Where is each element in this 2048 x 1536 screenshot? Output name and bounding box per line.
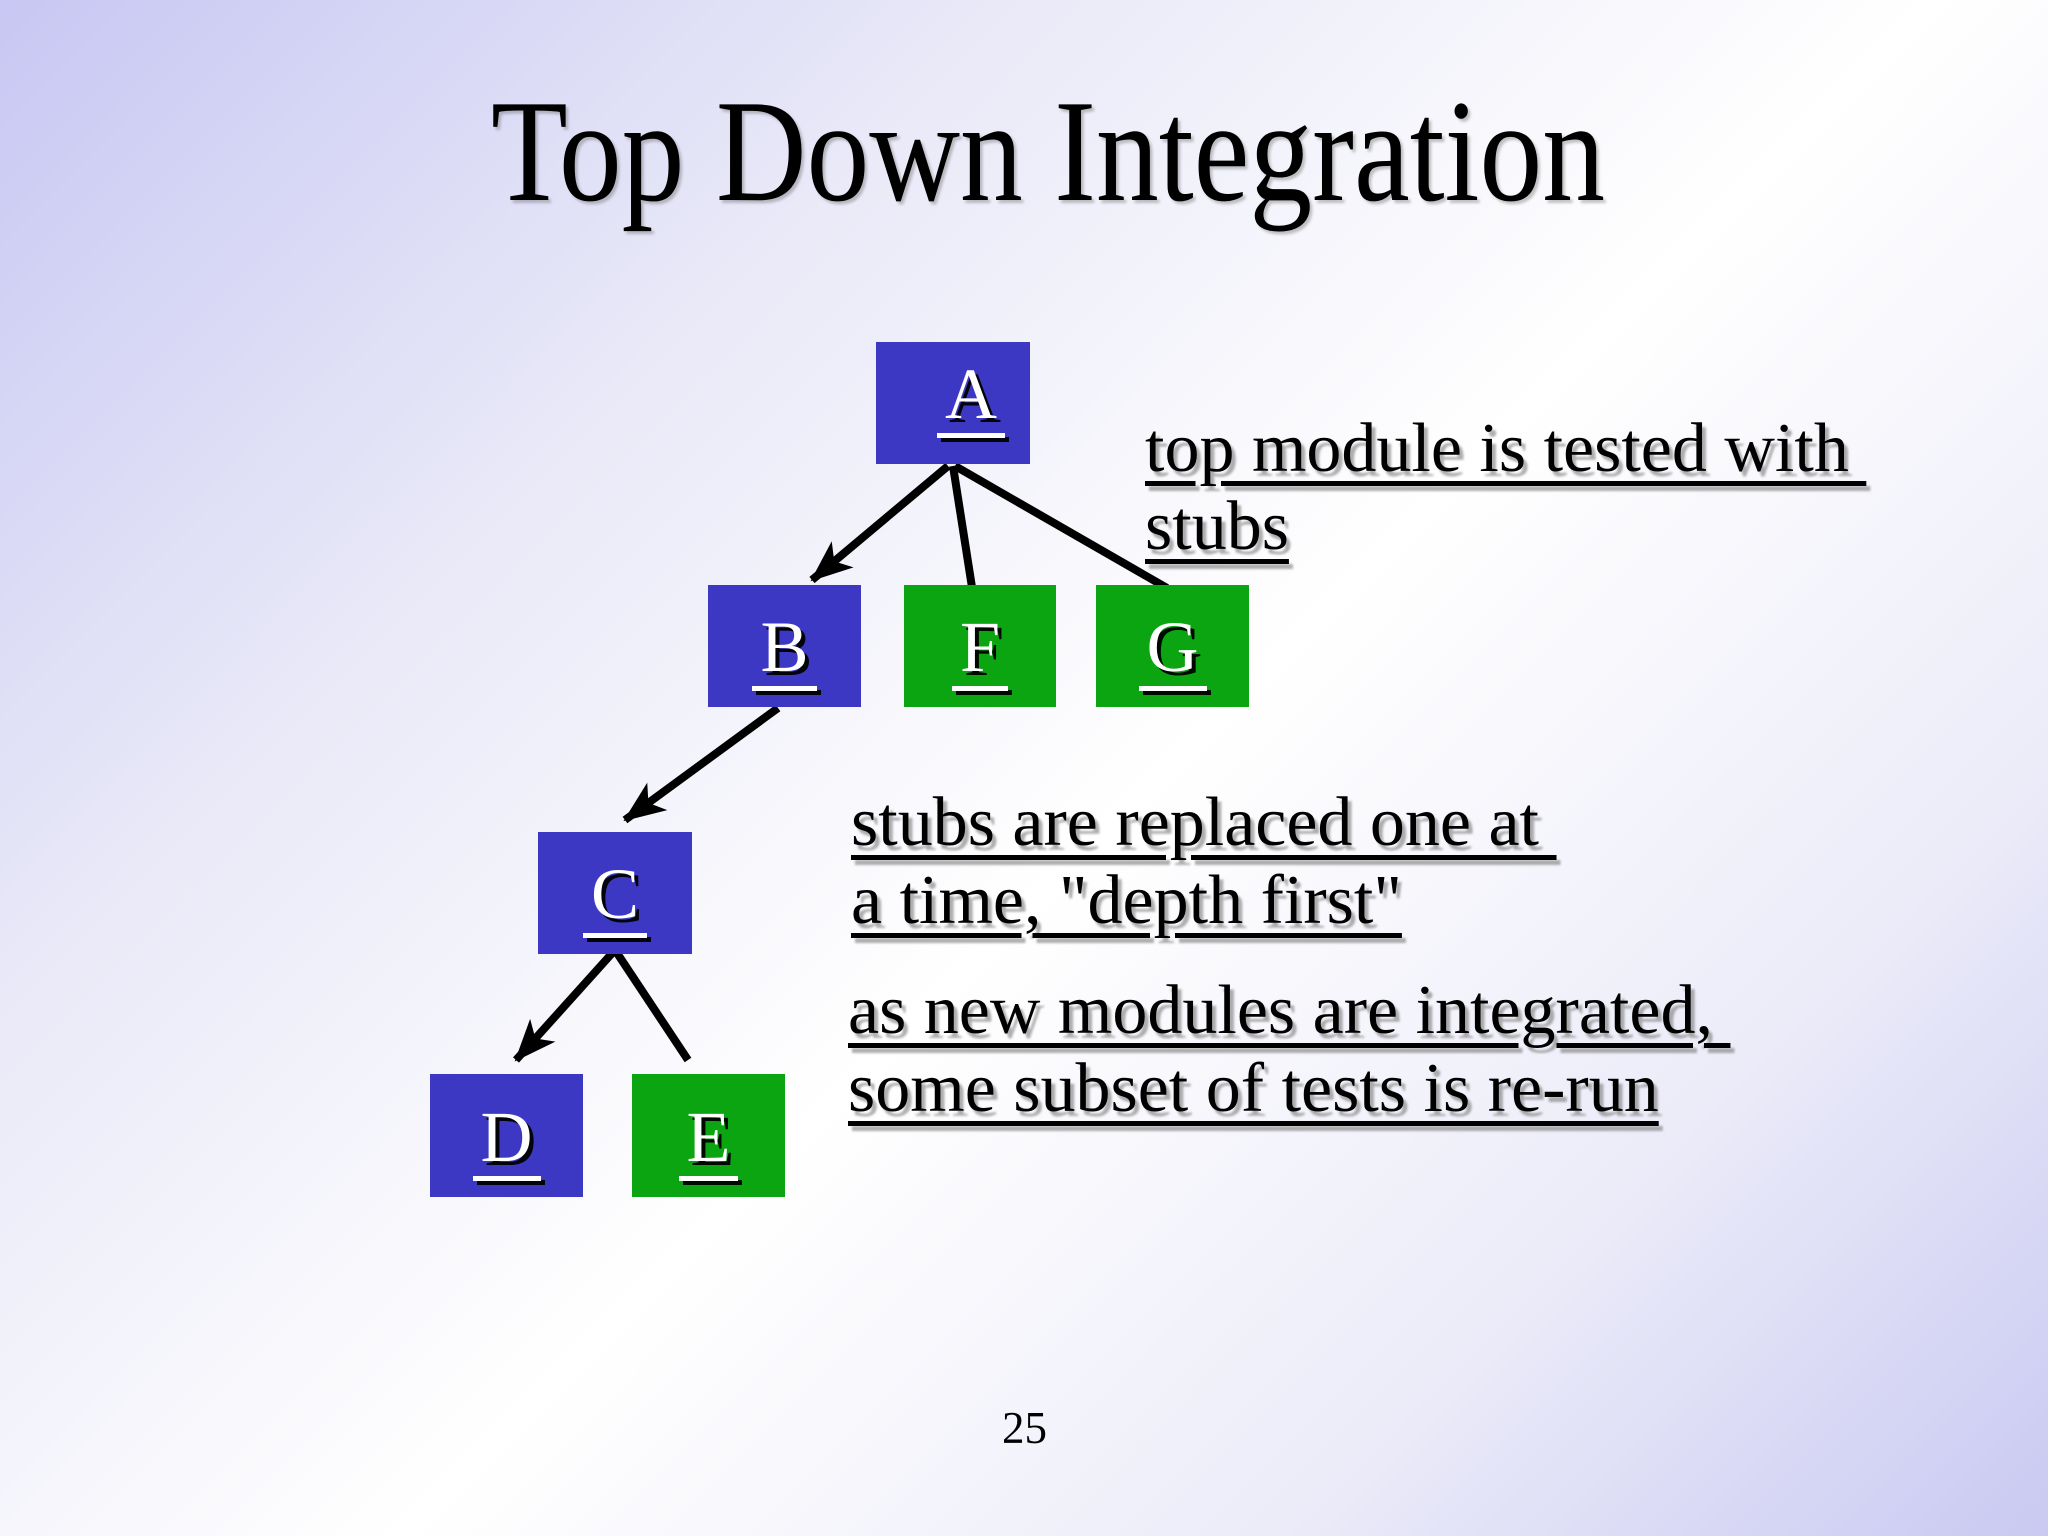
- node-E: E: [632, 1074, 785, 1197]
- node-D-label: D: [472, 1101, 541, 1181]
- edge-A-F: [949, 465, 978, 601]
- annotation-tests-rerun: as new modules are integrated, some subs…: [848, 972, 1730, 1128]
- node-G-label: G: [1138, 611, 1207, 691]
- annotation-line: some subset of tests is re-run: [848, 1050, 1659, 1127]
- annotation-stubs-replaced: stubs are replaced one at a time, "depth…: [851, 784, 1557, 940]
- annotation-top-module: top module is tested with stubs: [1145, 410, 1866, 566]
- annotation-line: as new modules are integrated,: [848, 972, 1731, 1049]
- edge-A-B: [809, 462, 951, 584]
- node-F: F: [904, 585, 1056, 707]
- annotation-line: stubs: [1145, 488, 1289, 565]
- edge-A-G: [953, 462, 1169, 592]
- annotation-line: stubs are replaced one at: [851, 784, 1557, 861]
- node-G: G: [1096, 585, 1249, 707]
- edge-B-C: [622, 704, 781, 824]
- node-F-label: F: [951, 611, 1009, 691]
- edge-C-E: [611, 947, 692, 1063]
- node-C: C: [538, 832, 692, 954]
- node-B: B: [708, 585, 861, 707]
- annotation-line: a time, "depth first": [851, 862, 1402, 939]
- node-A: A: [876, 342, 1030, 464]
- page-title: Top Down Integration: [491, 70, 1606, 232]
- node-C-label: C: [582, 858, 648, 938]
- node-E-label: E: [678, 1101, 739, 1181]
- page-number: 25: [1002, 1403, 1047, 1453]
- node-A-label: A: [937, 358, 1005, 438]
- annotation-line: top module is tested with: [1145, 410, 1867, 487]
- edge-C-D: [513, 947, 618, 1063]
- node-D: D: [430, 1074, 583, 1197]
- node-B-label: B: [752, 611, 817, 691]
